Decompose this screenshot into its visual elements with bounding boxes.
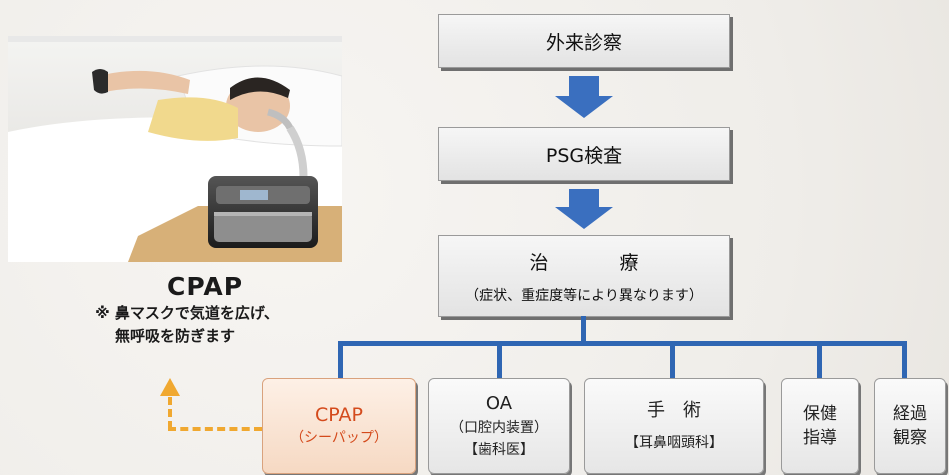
caption-title: CPAP	[166, 272, 244, 301]
caption-note-line2: 無呼吸を防ぎます	[114, 327, 235, 345]
treatment-subtitle: （症状、重症度等により異なります）	[465, 287, 703, 304]
option-observation-box: 経過 観察	[874, 378, 946, 474]
tree-drop-cpap	[338, 341, 343, 379]
step-outpatient-box: 外来診察	[438, 14, 730, 68]
option-oa-sub: （口腔内装置）	[450, 420, 548, 436]
tree-branch-line	[338, 341, 906, 346]
option-observation-line2: 観察	[893, 428, 927, 448]
option-oa-label: OA	[485, 393, 513, 414]
option-observation-line1: 経過	[893, 404, 927, 424]
option-surgery-dept: 【耳鼻咽頭科】	[625, 435, 723, 451]
option-guidance-line2: 指導	[803, 428, 837, 448]
step-psg-label: PSG検査	[545, 144, 623, 167]
dashed-connector-vertical	[168, 397, 172, 429]
tree-drop-observation	[902, 341, 907, 379]
option-cpap-label: CPAP	[315, 404, 363, 426]
option-cpap-sub: （シーパップ）	[290, 430, 388, 446]
option-guidance-line1: 保健	[803, 404, 837, 424]
cpap-photo-caption: CPAP ※ 鼻マスクで気道を広げ、 無呼吸を防ぎます	[40, 272, 370, 347]
up-arrow-icon	[160, 378, 180, 396]
option-guidance-box: 保健 指導	[781, 378, 859, 474]
tree-drop-guidance	[817, 341, 822, 379]
step-treatment-box: 治 療 （症状、重症度等により異なります）	[438, 235, 730, 317]
tree-trunk-line	[581, 316, 586, 342]
step-outpatient-label: 外来診察	[545, 31, 622, 54]
option-oa-dept: 【歯科医】	[464, 442, 534, 458]
caption-note-line1: ※ 鼻マスクで気道を広げ、	[95, 304, 279, 322]
cpap-photo	[8, 36, 342, 262]
option-surgery-box: 手 術 【耳鼻咽頭科】	[584, 378, 764, 474]
down-arrow-icon	[555, 189, 613, 229]
option-surgery-label: 手 術	[647, 400, 701, 421]
option-cpap-box: CPAP （シーパップ）	[262, 378, 416, 474]
down-arrow-icon	[555, 76, 613, 118]
step-psg-box: PSG検査	[438, 127, 730, 181]
treatment-title: 治 療	[529, 251, 665, 274]
dashed-connector-horizontal	[168, 427, 262, 431]
option-oa-box: OA （口腔内装置） 【歯科医】	[428, 378, 570, 474]
tree-drop-surgery	[670, 341, 675, 379]
tree-drop-oa	[497, 341, 502, 379]
